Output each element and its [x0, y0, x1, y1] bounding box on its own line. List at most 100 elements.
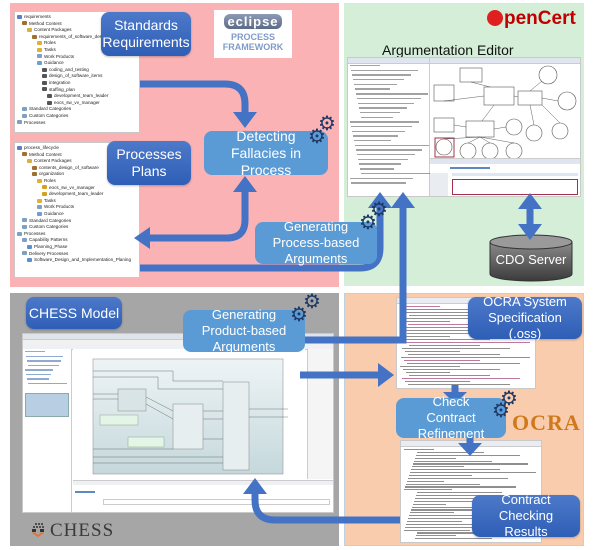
- gear-icon: ⚙: [318, 113, 336, 135]
- text-line: [405, 320, 450, 323]
- text-line: [409, 474, 472, 477]
- text-line: [409, 515, 490, 517]
- tree-node-icon: [42, 67, 47, 72]
- text-line: [357, 154, 415, 156]
- tree-item[interactable]: integration: [17, 80, 137, 87]
- tree-item[interactable]: Content Packages: [17, 158, 137, 165]
- text-line: [353, 79, 404, 81]
- text-line: [416, 454, 520, 456]
- text-line: [413, 503, 446, 505]
- text-line: [27, 378, 49, 380]
- tree-item[interactable]: process_lifecycle: [17, 145, 137, 152]
- eclipse-logo-word: eclipse: [224, 14, 282, 29]
- tree-item[interactable]: Capability Patterns: [17, 237, 137, 244]
- tree-item-label: process_lifecycle: [24, 145, 59, 150]
- tree-item-label: Custom Categories: [29, 112, 69, 118]
- text-line: [400, 306, 440, 308]
- text-line: [403, 368, 500, 370]
- text-line: [406, 371, 450, 373]
- tree-item[interactable]: design_of_software_items: [17, 73, 137, 80]
- tree-item[interactable]: Work Products: [17, 54, 137, 61]
- tree-item[interactable]: development_team_leader: [17, 93, 137, 100]
- properties-pane: [430, 158, 580, 196]
- tree-node-icon: [47, 100, 52, 105]
- tree-item-label: development_team_leader: [54, 93, 109, 99]
- tree-item[interactable]: requirements_of_software_design: [17, 34, 137, 41]
- tree-node-icon: [42, 191, 47, 196]
- tree-item[interactable]: Tasks: [17, 47, 137, 54]
- tree-item[interactable]: Processes: [17, 231, 137, 238]
- tree-node-icon: [22, 224, 27, 229]
- ocra-logo: OCRA: [512, 410, 581, 435]
- tree-item[interactable]: Guidance: [17, 211, 137, 218]
- tree-node-icon: [22, 238, 27, 243]
- tree-item[interactable]: eocs_sw_vv_manager: [17, 185, 137, 192]
- text-line: [25, 351, 45, 353]
- text-line: [415, 497, 474, 500]
- tree-item[interactable]: Method Content: [17, 21, 137, 28]
- tree-item-label: development_team_leader: [49, 191, 104, 197]
- chess-mark-icon: [32, 523, 44, 537]
- tree-item[interactable]: Work Products: [17, 204, 137, 211]
- tree-item[interactable]: Roles: [17, 40, 137, 47]
- tree-item[interactable]: Standard Categories: [17, 218, 137, 225]
- text-line: [411, 469, 500, 471]
- text-line: [402, 377, 520, 379]
- text-line: [406, 523, 498, 525]
- tree-node-icon: [37, 54, 42, 59]
- text-line: [352, 130, 405, 133]
- text-line: [358, 102, 414, 104]
- tree-item-label: Planning_Phase: [34, 243, 68, 249]
- tree-item-label: Delivery Processes: [29, 250, 69, 256]
- tree-item[interactable]: Software_Design_and_Implementation_Plani…: [17, 257, 137, 264]
- tree-item-label: Capability Patterns: [29, 237, 68, 243]
- gear-icon: ⚙: [370, 199, 388, 221]
- tree-item[interactable]: coding_and_testing: [17, 67, 137, 74]
- tree-item[interactable]: development_team_leader: [17, 191, 137, 198]
- tree-item[interactable]: Planning_Phase: [17, 244, 137, 251]
- text-line: [360, 111, 400, 114]
- tree-item[interactable]: Roles: [17, 178, 137, 185]
- text-line: [360, 168, 394, 170]
- diagram-pane: [430, 58, 580, 158]
- tree-item[interactable]: Guidance: [17, 60, 137, 67]
- tree-item[interactable]: Custom Categories: [17, 113, 137, 120]
- tree-node-icon: [27, 158, 32, 163]
- text-line: [351, 125, 412, 128]
- text-line: [406, 311, 520, 314]
- tree-item[interactable]: organization: [17, 171, 137, 178]
- check-contract-refinement-box: Check Contract Refinement: [396, 394, 506, 441]
- tree-item[interactable]: contents_design_of_software: [17, 165, 137, 172]
- tree-item[interactable]: eocs_sw_vv_manager: [17, 100, 137, 107]
- gear-icon: ⚙: [290, 304, 308, 326]
- tree-item[interactable]: Content Packages: [17, 27, 137, 34]
- tree-item-label: Method Content: [29, 151, 62, 157]
- tree-item[interactable]: Processes: [17, 120, 137, 127]
- tree-node-icon: [17, 231, 22, 236]
- tree-item[interactable]: requirements: [17, 14, 137, 21]
- chess-model-explorer: [23, 349, 72, 512]
- text-line: [402, 347, 510, 350]
- tree-item[interactable]: Standard Categories: [17, 106, 137, 113]
- tree-item[interactable]: Method Content: [17, 152, 137, 159]
- database-cylinder-icon: [489, 234, 573, 282]
- tree-node-icon: [42, 185, 47, 190]
- gear-icon: ⚙: [303, 291, 321, 313]
- text-line: [359, 163, 401, 165]
- tree-item[interactable]: Delivery Processes: [17, 251, 137, 258]
- opencert-logo-text: penCert: [504, 8, 576, 29]
- tree-node-icon: [37, 205, 42, 210]
- text-line: [358, 158, 408, 161]
- tree-item-label: Guidance: [44, 60, 64, 66]
- text-line: [404, 489, 452, 491]
- eclipse-logo-line1: PROCESS: [230, 32, 275, 42]
- contract-checking-results-box: Contract Checking Results: [472, 492, 580, 539]
- tree-item[interactable]: staffing_plan: [17, 87, 137, 94]
- text-line: [25, 369, 53, 371]
- tree-node-icon: [42, 74, 47, 79]
- tree-node-icon: [37, 178, 42, 183]
- tree-item[interactable]: Custom Categories: [17, 224, 137, 231]
- text-line: [401, 326, 520, 329]
- tree-item[interactable]: Tasks: [17, 198, 137, 205]
- tree-item-label: Tasks: [44, 46, 56, 52]
